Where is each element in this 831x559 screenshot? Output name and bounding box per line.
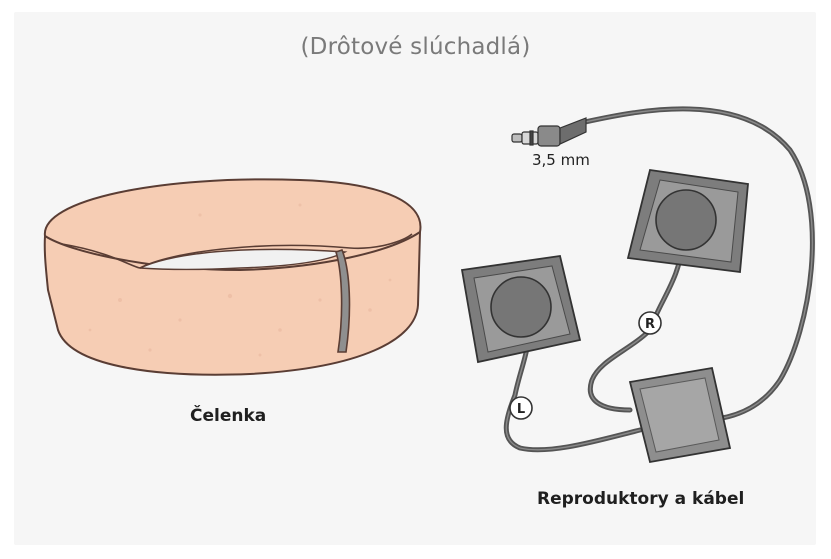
speakers-caption: Reproduktory a kábel [537, 489, 744, 509]
marker-right-label: R [645, 317, 655, 332]
audio-plug-icon [512, 118, 586, 146]
headband-illustration [45, 179, 421, 374]
channel-marker-right: R [639, 312, 661, 334]
channel-marker-left: L [510, 397, 532, 419]
speaker-left-icon [462, 256, 580, 362]
plug-size-label: 3,5 mm [532, 151, 590, 169]
marker-left-label: L [517, 402, 525, 417]
page-title: (Drôtové slúchadlá) [0, 34, 831, 60]
headband-caption: Čelenka [190, 406, 266, 426]
speaker-right-icon [628, 170, 748, 272]
control-box-icon [630, 368, 730, 462]
